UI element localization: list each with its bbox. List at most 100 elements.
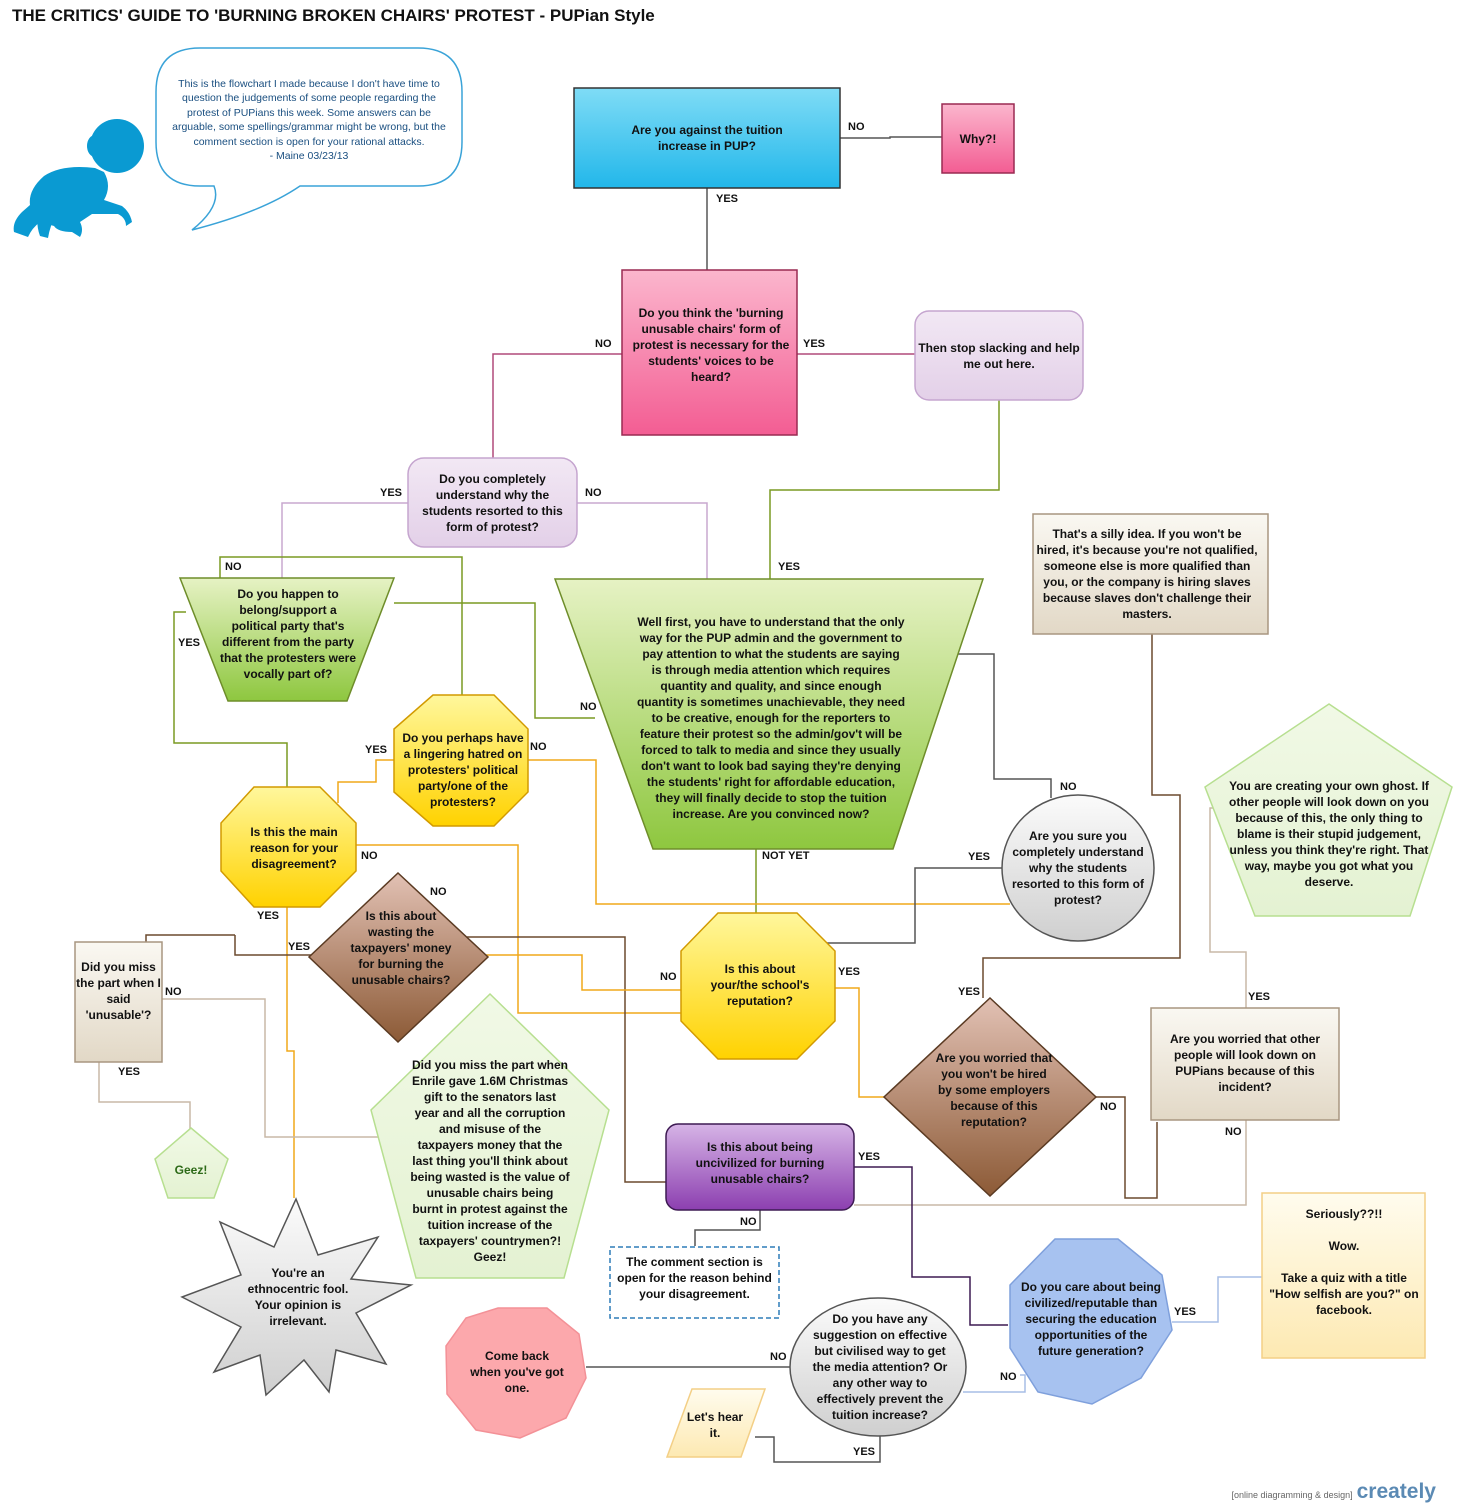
edge-main-ethnocentric <box>286 906 295 1198</box>
creately-watermark[interactable]: [online diagramming & design]creately <box>1232 1480 1436 1504</box>
node-enrile: Did you miss the part when Enrile gave 1… <box>410 1058 570 1264</box>
label-civil-no: NO <box>1000 1371 1017 1383</box>
node-ethnocentric-shape <box>180 1197 414 1397</box>
edge-civilized-seriously <box>1172 1276 1262 1323</box>
node-q-worried-shape <box>1150 1007 1340 1121</box>
node-q-party: Do you happen to belong/support a politi… <box>219 587 357 681</box>
label-unusable-yes: YES <box>118 1066 141 1078</box>
node-q-sure: Are you sure you completely understand w… <box>1011 829 1144 907</box>
label-well-no: NO <box>580 701 597 713</box>
edge-tax-uncivilized <box>467 936 666 1183</box>
label-hatred-no: NO <box>530 741 547 753</box>
edge-reputation-uncivilized <box>467 954 682 991</box>
label-against-no: NO <box>848 121 865 133</box>
node-why-shape <box>941 103 1015 174</box>
edge-necessary-understand <box>492 353 622 458</box>
node-ethnocentric: You're an ethnocentric fool. Your opinio… <box>247 1266 349 1328</box>
label-unusable-no: NO <box>165 986 182 998</box>
label-stop-yes: YES <box>778 561 801 573</box>
node-well-first: Well first, you have to understand that … <box>636 615 906 821</box>
node-q-main-reason-shape <box>220 786 357 908</box>
edge-worried-uncivilized <box>854 1120 1247 1206</box>
footer-tagline: [online diagramming & design] <box>1231 1490 1353 1500</box>
label-rep-no: NO <box>660 971 677 983</box>
node-q-suggestion: Do you have any suggestion on effective … <box>812 1312 948 1422</box>
node-q-worried: Are you worried that other people will l… <box>1169 1032 1321 1094</box>
edge-stop-wellfirst <box>769 400 1000 579</box>
node-q-suggestion-shape <box>789 1297 967 1437</box>
node-q-uncivilized: Is this about being uncivilized for burn… <box>695 1140 825 1186</box>
edge-party-main <box>173 611 288 787</box>
node-q-understand-shape <box>407 457 578 548</box>
label-sugg-yes: YES <box>853 1446 876 1458</box>
label-main-no: NO <box>361 850 378 862</box>
edge-civilized-suggestion <box>963 1374 1026 1393</box>
node-seriously-shape <box>1261 1192 1426 1359</box>
page-title: THE CRITICS' GUIDE TO 'BURNING BROKEN CH… <box>12 6 655 25</box>
label-worried-no: NO <box>1225 1126 1242 1138</box>
edge-sure-reputation <box>820 867 1004 944</box>
edge-suggestion-letshear <box>755 1435 881 1463</box>
label-tax-no: NO <box>430 886 447 898</box>
node-q-main-reason: Is this the main reason for your disagre… <box>249 825 339 871</box>
node-comment: The comment section is open for the reas… <box>617 1255 772 1301</box>
label-uncivil-yes: YES <box>858 1151 881 1163</box>
label-sure-yes: YES <box>968 851 991 863</box>
edge-wellfirst-sure <box>933 653 1052 798</box>
edge-understand-party <box>281 502 408 580</box>
edge-unusable-geez <box>98 1062 191 1130</box>
node-ghost: You are creating your own ghost. If othe… <box>1229 779 1429 889</box>
label-against-yes: YES <box>716 193 739 205</box>
node-q-against: Are you against the tuition increase in … <box>631 123 783 153</box>
edge-unusable-enrile <box>162 998 378 1138</box>
label-well-notyet: NOT YET <box>762 850 810 862</box>
note-speech-bubble <box>155 47 463 231</box>
edge-tax-enrile <box>234 935 316 956</box>
baby-icon <box>13 119 144 238</box>
creately-logo: creately <box>1356 1480 1436 1503</box>
node-ghost-shape <box>1204 703 1453 917</box>
node-enrile-shape <box>370 992 610 1279</box>
node-silly-idea-shape <box>1032 513 1269 635</box>
edge-ghost-worried <box>1209 807 1247 1008</box>
node-q-unusable: Did you miss the part when I said 'unusa… <box>76 960 161 1022</box>
node-lets-hear: Let's hear it. <box>686 1410 744 1440</box>
node-q-civilized: Do you care about being civilized/reputa… <box>1020 1280 1161 1358</box>
label-tax-yes: YES <box>288 941 311 953</box>
label-hired-no: NO <box>1100 1101 1117 1113</box>
node-seriously: Seriously??!! Wow. Take a quiz with a ti… <box>1269 1207 1419 1317</box>
node-q-taxpayers: Is this about wasting the taxpayers' mon… <box>350 909 452 987</box>
edge-uncivilized-civilized <box>854 1166 1008 1326</box>
edge-silly-hired <box>982 634 1181 998</box>
label-understand-yes: YES <box>380 487 403 499</box>
node-come-back: Come back when you've got one. <box>470 1349 564 1395</box>
node-q-against-shape <box>573 87 841 189</box>
node-q-civilized-shape <box>1009 1238 1173 1405</box>
node-q-reputation: Is this about your/the school's reputati… <box>710 962 810 1008</box>
label-uncivil-no: NO <box>740 1216 757 1228</box>
label-rep-yes: YES <box>838 966 861 978</box>
node-stop-slacking: Then stop slacking and help me out here. <box>918 340 1080 371</box>
node-come-back-shape <box>445 1307 587 1439</box>
label-worried-yes: YES <box>1248 991 1271 1003</box>
node-lets-hear-shape <box>665 1388 767 1458</box>
label-sugg-no: NO <box>770 1351 787 1363</box>
label-civil-yes: YES <box>1174 1306 1197 1318</box>
edge-party-wellfirst <box>394 602 595 719</box>
label-necessary-yes: YES <box>803 338 826 350</box>
edge-party-hatred <box>219 556 463 696</box>
node-q-necessary: Do you think the 'burning unusable chair… <box>632 306 790 384</box>
node-q-understand: Do you completely understand why the stu… <box>422 472 563 534</box>
node-q-necessary-shape <box>621 269 798 436</box>
node-q-hatred: Do you perhaps have a lingering hatred o… <box>402 731 524 809</box>
edge-hired-worried <box>1096 1096 1158 1199</box>
node-geez: Geez! <box>174 1163 208 1177</box>
label-hatred-yes: YES <box>365 744 388 756</box>
node-q-sure-shape <box>1001 794 1155 942</box>
node-q-reputation-shape <box>680 912 836 1060</box>
label-understand-no: NO <box>585 487 602 499</box>
node-q-taxpayers-shape <box>307 871 490 1044</box>
label-sure-no: NO <box>1060 781 1077 793</box>
node-q-hired: Are you worried that you won't be hired … <box>935 1051 1053 1129</box>
